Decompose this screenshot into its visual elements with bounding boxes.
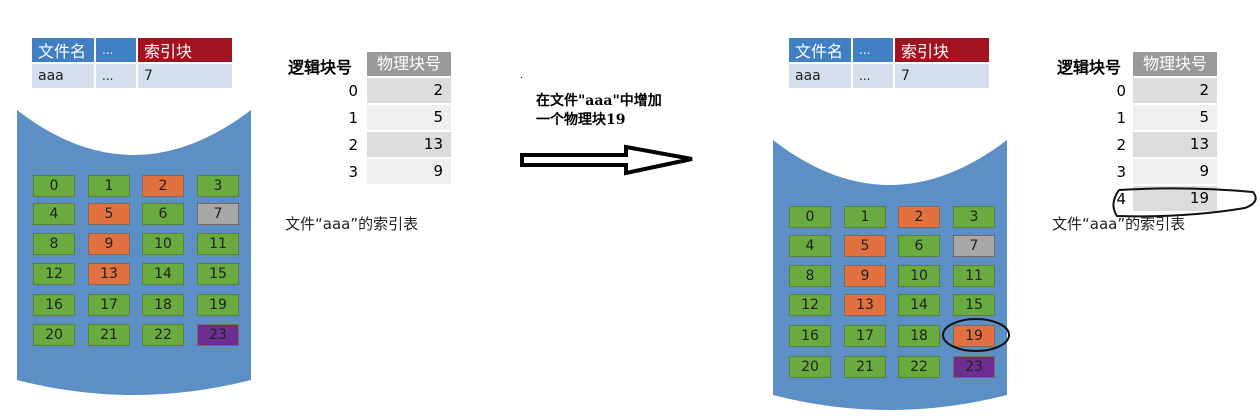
- arrow-annotation-line-1: 在文件"aaa"中增加: [536, 93, 662, 109]
- highlight-circle-new-entry: [1112, 187, 1257, 218]
- header-ellipsis: ...: [96, 38, 136, 62]
- header-ellipsis: ...: [853, 38, 893, 62]
- disk-block: 20: [33, 324, 75, 346]
- highlight-circle-block-19: [942, 318, 1010, 352]
- disk-block: 2: [898, 206, 940, 228]
- physical-block-number: 2: [1133, 78, 1217, 103]
- disk-block: 0: [33, 175, 75, 197]
- disk-block: 12: [33, 263, 75, 285]
- logical-block-number: 0: [348, 82, 358, 100]
- disk-block: 3: [197, 175, 239, 197]
- disk-block: 16: [33, 294, 75, 316]
- header-filename: 文件名: [789, 38, 851, 62]
- disk-block: 6: [898, 235, 940, 257]
- disk-block: 1: [88, 175, 130, 197]
- physical-block-header: 物理块号: [367, 52, 451, 76]
- logical-block-label: 逻辑块号: [288, 58, 353, 77]
- cell-index-block: 7: [895, 64, 989, 88]
- logical-block-number: 1: [348, 109, 358, 127]
- index-table-caption-right: 文件“aaa”的索引表: [1052, 215, 1186, 233]
- header-index-block: 索引块: [895, 38, 989, 62]
- physical-block-number: 5: [367, 105, 451, 130]
- physical-block-number: 19: [1133, 186, 1217, 211]
- disk-block: 15: [197, 263, 239, 285]
- logical-block-number: 2: [1116, 136, 1126, 154]
- disk-block: 11: [953, 265, 995, 287]
- logical-block-number: 3: [348, 163, 358, 181]
- disk-block: 9: [844, 265, 886, 287]
- disk-block: 19: [953, 325, 995, 347]
- disk-block: 16: [789, 325, 831, 347]
- disk-block: 13: [844, 294, 886, 316]
- disk-block: 10: [142, 233, 184, 255]
- arrow-annotation-line-2: 一个物理块19: [536, 112, 626, 128]
- header-index-block: 索引块: [138, 38, 232, 62]
- disk-block: 13: [88, 263, 130, 285]
- logical-block-number: 1: [1116, 109, 1126, 127]
- disk-cylinder-left: [17, 110, 251, 395]
- cell-filename: aaa: [32, 64, 94, 88]
- disk-block: 17: [88, 294, 130, 316]
- disk-block: 18: [898, 325, 940, 347]
- disk-block: 7: [197, 203, 239, 225]
- right-arrow-icon: [520, 144, 693, 176]
- disk-block: 21: [88, 324, 130, 346]
- logical-block-number: 4: [1116, 190, 1126, 208]
- header-filename: 文件名: [32, 38, 94, 62]
- disk-block: 8: [789, 265, 831, 287]
- physical-block-number: 9: [367, 159, 451, 184]
- directory-table-left: 文件名...索引块 aaa...7: [30, 36, 234, 90]
- directory-table-right: 文件名...索引块 aaa...7: [787, 36, 991, 90]
- disk-block: 14: [142, 263, 184, 285]
- disk-block: 4: [789, 235, 831, 257]
- disk-block: 1: [844, 206, 886, 228]
- physical-block-number: 13: [1133, 132, 1217, 157]
- physical-block-number: 5: [1133, 105, 1217, 130]
- disk-block: 7: [953, 235, 995, 257]
- disk-block: 0: [789, 206, 831, 228]
- dot-mark: .: [520, 70, 524, 81]
- index-table-caption-left: 文件“aaa”的索引表: [285, 215, 419, 233]
- disk-block: 3: [953, 206, 995, 228]
- disk-block: 15: [953, 294, 995, 316]
- cell-index-block: 7: [138, 64, 232, 88]
- cell-ellipsis: ...: [96, 64, 136, 88]
- logical-block-number: 0: [1116, 82, 1126, 100]
- disk-block: 14: [898, 294, 940, 316]
- disk-block: 20: [789, 356, 831, 378]
- physical-block-number: 9: [1133, 159, 1217, 184]
- disk-block: 22: [898, 356, 940, 378]
- disk-block: 9: [88, 233, 130, 255]
- cell-filename: aaa: [789, 64, 851, 88]
- physical-block-header: 物理块号: [1133, 52, 1217, 76]
- logical-block-number: 3: [1116, 163, 1126, 181]
- disk-cylinder-right: [773, 140, 1007, 410]
- cell-ellipsis: ...: [853, 64, 893, 88]
- logical-block-label: 逻辑块号: [1057, 58, 1122, 77]
- disk-block: 18: [142, 294, 184, 316]
- disk-block: 12: [789, 294, 831, 316]
- disk-block: 11: [197, 233, 239, 255]
- disk-block: 6: [142, 203, 184, 225]
- disk-block: 23: [953, 356, 995, 378]
- logical-block-number: 2: [348, 136, 358, 154]
- disk-block: 10: [898, 265, 940, 287]
- physical-block-number: 13: [367, 132, 451, 157]
- physical-block-number: 2: [367, 78, 451, 103]
- disk-block: 2: [142, 175, 184, 197]
- disk-block: 5: [88, 203, 130, 225]
- disk-block: 4: [33, 203, 75, 225]
- disk-block: 5: [844, 235, 886, 257]
- disk-block: 21: [844, 356, 886, 378]
- disk-block: 22: [142, 324, 184, 346]
- disk-block: 8: [33, 233, 75, 255]
- disk-block: 23: [197, 324, 239, 346]
- disk-block: 17: [844, 325, 886, 347]
- arrow-annotation: 在文件"aaa"中增加 一个物理块19: [536, 92, 662, 130]
- disk-block: 19: [197, 294, 239, 316]
